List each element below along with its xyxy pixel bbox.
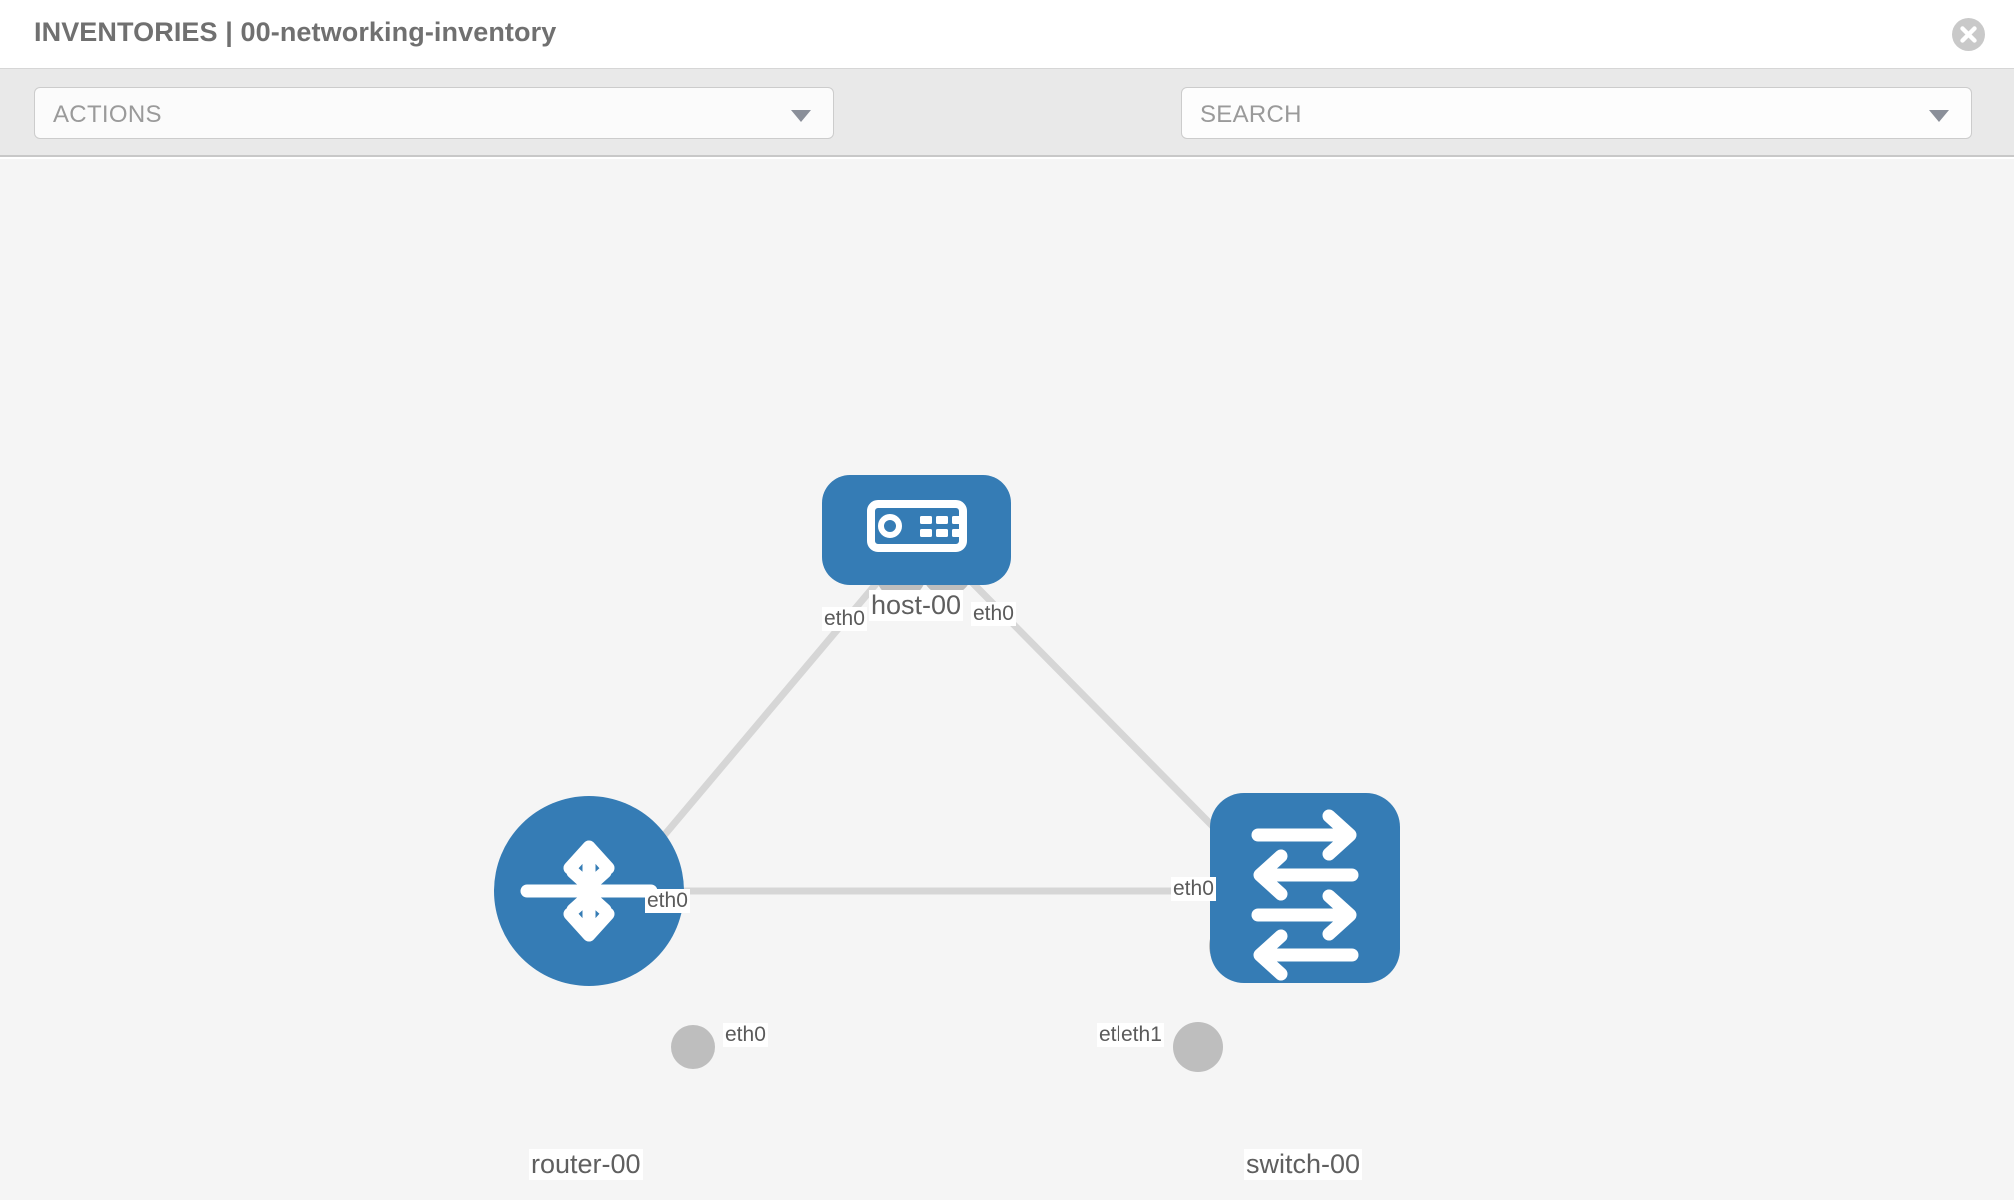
node-router-00 xyxy=(494,796,684,986)
node-label-router: router-00 xyxy=(529,1149,643,1180)
iface-label: eth0 xyxy=(822,607,867,631)
router-arrows-icon xyxy=(520,840,658,942)
topology-connectors xyxy=(671,546,1259,1072)
connector-switch-left xyxy=(1173,1022,1223,1072)
actions-dropdown-label: ACTIONS xyxy=(53,101,162,128)
toolbar: ACTIONS SEARCH xyxy=(0,69,2014,205)
close-icon[interactable] xyxy=(1952,18,1985,51)
node-label-switch: switch-00 xyxy=(1244,1149,1363,1180)
node-host-00 xyxy=(822,475,1011,585)
iface-label: eth0 xyxy=(971,602,1016,626)
iface-label: eth0 xyxy=(723,1023,768,1047)
actions-dropdown[interactable]: ACTIONS xyxy=(34,87,834,139)
node-label-host: host-00 xyxy=(869,590,964,621)
search-placeholder: SEARCH xyxy=(1200,101,1302,128)
search-input[interactable]: SEARCH xyxy=(1181,87,1972,139)
iface-label: eth0 xyxy=(645,889,690,913)
iface-label: eth0 xyxy=(1171,877,1216,901)
switch-arrows-icon xyxy=(1251,809,1359,981)
page-header: INVENTORIES | 00-networking-inventory xyxy=(0,0,2014,69)
server-icon xyxy=(867,500,967,552)
page-title: INVENTORIES | 00-networking-inventory xyxy=(34,17,557,47)
node-switch-00 xyxy=(1210,793,1400,983)
iface-label: eth1 xyxy=(1119,1023,1164,1047)
edge-host-router xyxy=(637,556,900,867)
topology-canvas[interactable]: eth0 eth0 eth0 eth0 eth0 eth0 eth1 host-… xyxy=(0,159,2014,1200)
chevron-down-icon xyxy=(791,110,811,122)
topology-graph xyxy=(494,475,1400,1072)
connector-router-right xyxy=(671,1025,715,1069)
chevron-down-icon[interactable] xyxy=(1929,110,1949,122)
